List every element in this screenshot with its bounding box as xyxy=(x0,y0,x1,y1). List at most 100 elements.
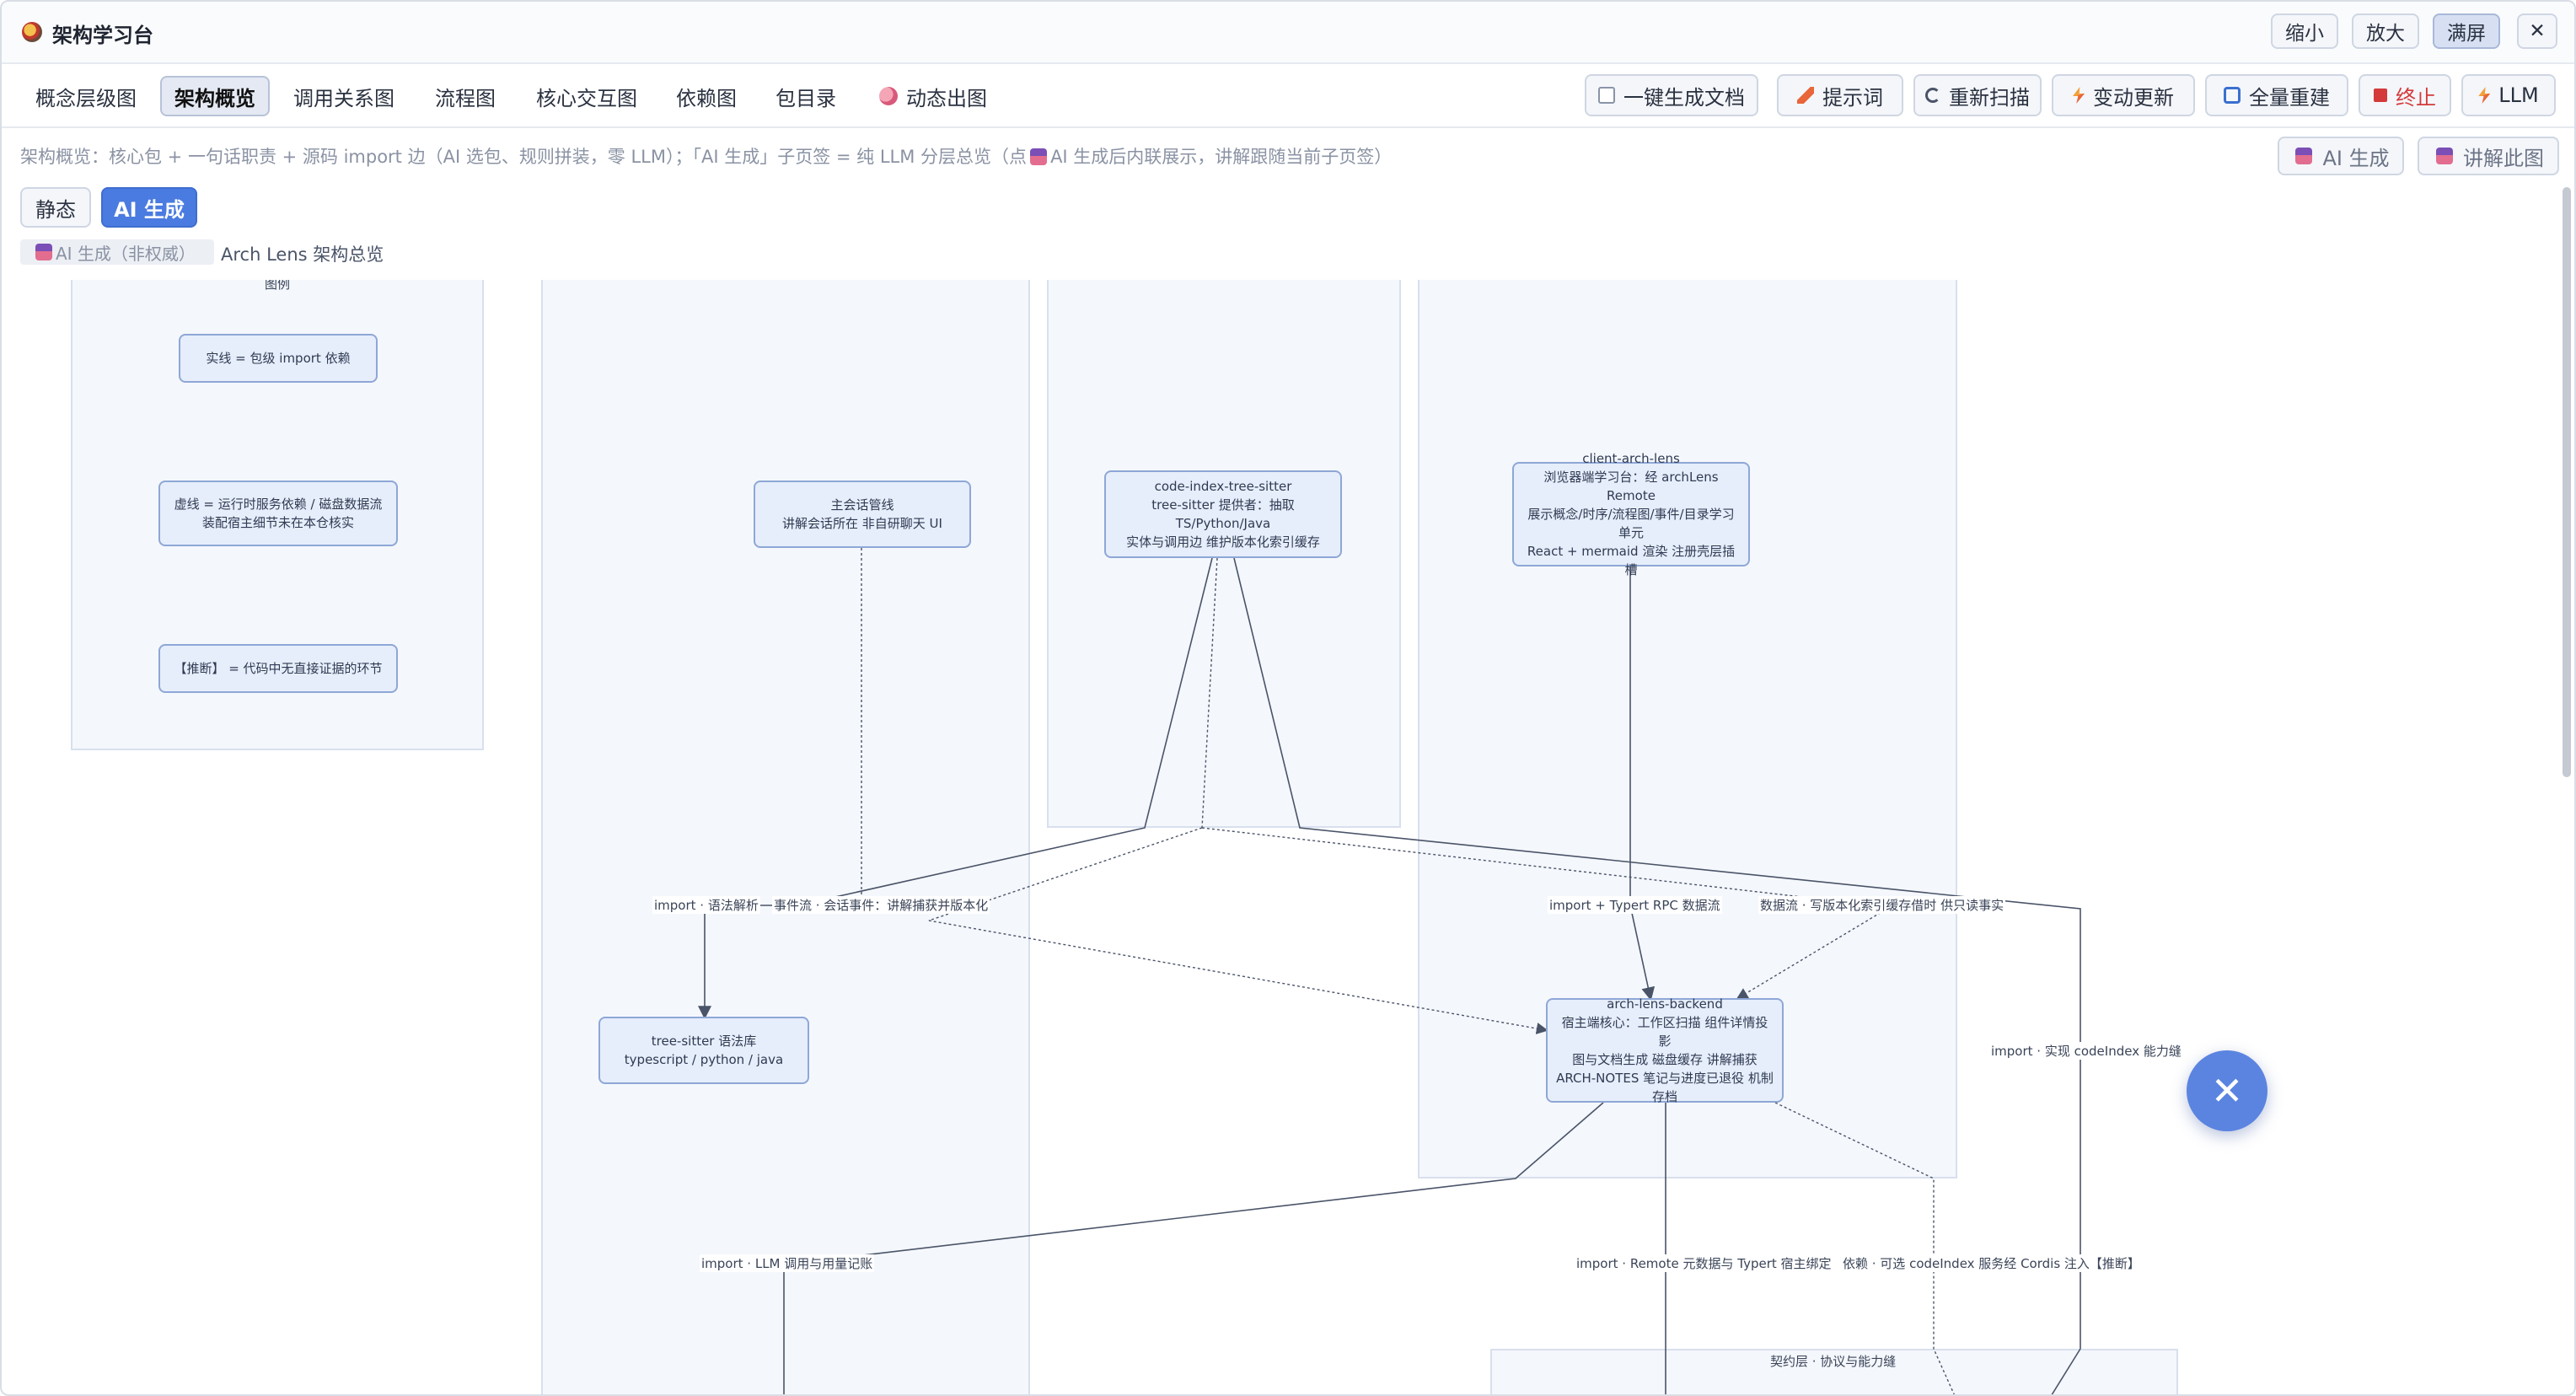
prompts-button[interactable]: 提示词 xyxy=(1777,74,1903,116)
tab-flowchart[interactable]: 流程图 xyxy=(435,86,496,110)
tab-dynamic-diagram-label: 动态出图 xyxy=(906,86,987,110)
ai-generate-button[interactable]: AI 生成 xyxy=(2278,137,2404,175)
legend-dashed-line[interactable]: 虚线 = 运行时服务依赖 / 磁盘数据流 装配宿主细节未在本仓核实 xyxy=(158,481,398,546)
edge-event-flow xyxy=(928,827,1548,1034)
zoom-out-button[interactable]: 缩小 xyxy=(2271,13,2338,49)
node-code-index-line2: 实体与调用边 维护版本化索引缓存 xyxy=(1126,534,1320,550)
full-rebuild-label: 全量重建 xyxy=(2249,85,2330,110)
generate-docs-label: 一键生成文档 xyxy=(1623,85,1745,110)
ai-badge: AI 生成（非权威） xyxy=(20,239,214,265)
rescan-label: 重新扫描 xyxy=(1949,85,2030,110)
node-tree-sitter-library-desc: typescript / python / java xyxy=(624,1052,784,1067)
node-backend-line1: 宿主端核心：工作区扫描 组件详情投影 xyxy=(1561,1015,1768,1049)
info-description: 架构概览：核心包 + 一句话职责 + 源码 import 边（AI 选包、规则拼… xyxy=(20,143,1392,169)
edges-layer xyxy=(698,548,2081,1394)
contract-layer-label: 契约层 · 协议与能力缝 xyxy=(1770,1354,1897,1369)
node-client-line2: 展示概念/时序/流程图/事件/目录学习单元 xyxy=(1527,507,1735,540)
legend-solid-line[interactable]: 实线 = 包级 import 依赖 xyxy=(179,334,378,383)
robot-icon xyxy=(1030,148,1048,165)
info-text-2: AI 生成后内联展示，讲解跟随当前子页签） xyxy=(1050,147,1393,167)
robot-icon xyxy=(2295,148,2313,164)
title-bar: 架构学习台 缩小 放大 满屏 ✕ xyxy=(2,2,2574,64)
edge-contract-down xyxy=(2051,1348,2081,1394)
close-window-button[interactable]: ✕ xyxy=(2517,13,2557,49)
stop-label: 终止 xyxy=(2396,85,2436,110)
edge-import-rpc xyxy=(1629,566,1656,1001)
ai-generate-label: AI 生成 xyxy=(2322,146,2390,170)
lightning-icon xyxy=(2073,87,2085,104)
legend-title: 图例 xyxy=(265,280,291,292)
node-code-index-tree-sitter[interactable]: code-index-tree-sitter tree-sitter 提供者：抽… xyxy=(1104,470,1342,558)
pencil-icon xyxy=(1797,87,1814,104)
incremental-update-label: 变动更新 xyxy=(2093,85,2174,110)
tab-package-directory[interactable]: 包目录 xyxy=(775,86,836,110)
edge-index-dashed xyxy=(1201,557,1218,829)
edge-label-import-rpc: import + Typert RPC 数据流 xyxy=(1548,896,1722,914)
full-rebuild-button[interactable]: 全量重建 xyxy=(2205,74,2348,116)
mode-ai-button[interactable]: AI 生成 xyxy=(101,187,197,228)
tab-concept-hierarchy[interactable]: 概念层级图 xyxy=(35,86,137,110)
stop-icon xyxy=(2374,89,2387,102)
llm-label: LLM xyxy=(2498,83,2539,107)
edge-label-import-parse: import · 语法解析 xyxy=(652,896,760,914)
zoom-in-button[interactable]: 放大 xyxy=(2352,13,2419,49)
edge-label-data-flow: 数据流 · 写版本化索引缓存借时 供只读事实 xyxy=(1758,896,2006,914)
node-client-arch-lens[interactable]: client-arch-lens 浏览器端学习台：经 archLens Remo… xyxy=(1512,451,1750,577)
node-code-index-line1: tree-sitter 提供者：抽取 TS/Python/Java xyxy=(1151,497,1295,531)
app-title: 架构学习台 xyxy=(52,24,153,47)
tab-dynamic-diagram[interactable]: 动态出图 xyxy=(870,76,996,116)
vertical-scrollbar[interactable] xyxy=(2563,187,2571,777)
legend-inferred[interactable]: 【推断】 = 代码中无直接证据的环节 xyxy=(158,644,398,693)
info-text-1: 架构概览：核心包 + 一句话职责 + 源码 import 边（AI 选包、规则拼… xyxy=(20,147,1028,167)
robot-icon xyxy=(35,244,52,260)
node-tree-sitter-library[interactable]: tree-sitter 语法库 typescript / python / ja… xyxy=(598,1017,809,1084)
lightning-icon xyxy=(2478,87,2491,104)
ui-layer-group xyxy=(541,280,1030,1394)
edge-label-import-codeindex: import · 实现 codeIndex 能力缝 xyxy=(1989,1042,2183,1060)
llm-button[interactable]: LLM xyxy=(2461,74,2556,116)
app-logo-icon xyxy=(22,22,42,42)
node-client-line3: React + mermaid 渲染 注册壳层插槽 xyxy=(1527,544,1736,577)
stop-button[interactable]: 终止 xyxy=(2359,74,2451,116)
edge-import-parse xyxy=(698,557,1213,1020)
explain-diagram-button[interactable]: 讲解此图 xyxy=(2418,137,2559,175)
node-client-line1: 浏览器端学习台：经 archLens Remote xyxy=(1543,470,1719,503)
node-main-session-title: 主会话管线 xyxy=(830,497,894,513)
node-arch-lens-backend[interactable]: arch-lens-backend 宿主端核心：工作区扫描 组件详情投影 图与文… xyxy=(1546,996,1784,1104)
node-main-session-desc: 讲解会话所在 非自研聊天 UI xyxy=(782,516,942,531)
node-main-session[interactable]: 主会话管线 讲解会话所在 非自研聊天 UI xyxy=(754,481,971,548)
tab-core-interaction[interactable]: 核心交互图 xyxy=(536,86,637,110)
edge-import-codeindex xyxy=(1233,557,2081,1349)
contract-layer-group xyxy=(1490,1349,2178,1394)
close-fab-button[interactable]: ✕ xyxy=(2187,1050,2267,1131)
edge-label-import-remote: import · Remote 元数据与 Typert 宿主绑定 xyxy=(1575,1254,1833,1272)
refresh-icon xyxy=(1925,88,1940,103)
node-tree-sitter-library-title: tree-sitter 语法库 xyxy=(651,1034,757,1049)
node-backend-line2: 图与文档生成 磁盘缓存 讲解捕获 xyxy=(1572,1052,1758,1067)
node-code-index-title: code-index-tree-sitter xyxy=(1154,479,1292,494)
legend-dashed-line-text-1: 虚线 = 运行时服务依赖 / 磁盘数据流 xyxy=(174,497,383,512)
generate-docs-button[interactable]: 一键生成文档 xyxy=(1585,74,1758,116)
diagram-canvas[interactable]: 图例 实线 = 包级 import 依赖 虚线 = 运行时服务依赖 / 磁盘数据… xyxy=(2,280,2574,1394)
brain-icon xyxy=(879,87,898,105)
tab-bar: 概念层级图 架构概览 调用关系图 流程图 核心交互图 依赖图 包目录 动态出图 … xyxy=(2,66,2574,128)
prompts-label: 提示词 xyxy=(1822,85,1883,110)
robot-icon xyxy=(2436,148,2453,164)
rebuild-icon xyxy=(2224,87,2241,104)
tab-call-graph[interactable]: 调用关系图 xyxy=(293,86,394,110)
edge-data-flow xyxy=(1201,827,1892,1000)
mode-static-button[interactable]: 静态 xyxy=(20,187,91,228)
rescan-button[interactable]: 重新扫描 xyxy=(1913,74,2042,116)
tab-dependency[interactable]: 依赖图 xyxy=(676,86,737,110)
node-backend-title: arch-lens-backend xyxy=(1607,996,1723,1012)
incremental-update-button[interactable]: 变动更新 xyxy=(2052,74,2195,116)
fullscreen-button[interactable]: 满屏 xyxy=(2433,13,2500,49)
close-icon: ✕ xyxy=(2529,20,2546,42)
edge-label-dep-cordis: 依赖 · 可选 codeIndex 服务经 Cordis 注入【推断】 xyxy=(1841,1254,2142,1272)
document-icon xyxy=(1598,87,1615,104)
explain-diagram-label: 讲解此图 xyxy=(2463,146,2544,170)
edge-label-event-flow: 事件流 · 会话事件：讲解捕获并版本化 xyxy=(772,896,990,914)
ai-badge-label: AI 生成（非权威） xyxy=(56,243,196,264)
tab-architecture-overview[interactable]: 架构概览 xyxy=(160,76,270,116)
